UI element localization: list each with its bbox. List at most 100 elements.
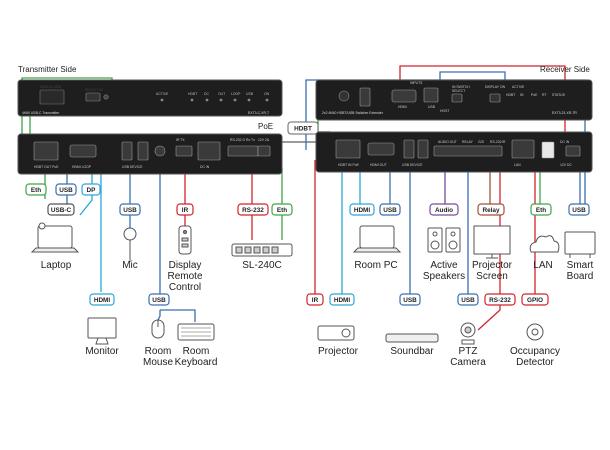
tx-rear-port-label-0: HDBT OUT PoE <box>34 165 59 169</box>
tx-rear-port-label-3: IR TX <box>176 138 185 142</box>
tag-dp <box>81 183 101 196</box>
rx-front-control-3: ACTIVE <box>512 85 525 89</box>
lan-cloud-icon <box>529 235 560 253</box>
tag-hdmi-proj <box>329 293 355 306</box>
rx-rear-port-2: USB DEVICE <box>402 163 423 167</box>
tx-hdmi-port <box>69 144 97 158</box>
occupancy-detector-icon <box>526 323 544 341</box>
rx-front-port-label-0: HDMI <box>398 105 407 109</box>
laptop-icon <box>30 222 80 253</box>
tag-gpio-label: GPIO <box>527 297 543 304</box>
rx-rear-port-4: RELAY <box>462 140 474 144</box>
tx-rear-port-label-4: RS-232 G Rx Tx <box>230 138 255 142</box>
tag-usb-mic <box>119 203 141 216</box>
sl240c-keypad-icon <box>231 243 293 257</box>
tag-usb-ptz <box>457 293 479 306</box>
tag-eth-sl <box>271 203 293 216</box>
tx-select-button <box>85 92 101 102</box>
smart-board-icon <box>564 231 596 258</box>
transmitter-side-label: Transmitter Side <box>18 65 77 74</box>
tag-usb-pc <box>379 203 401 216</box>
ptz-camera-label-line2: Camera <box>450 357 486 368</box>
mic-icon <box>123 227 137 262</box>
tag-relay-label: Relay <box>482 207 499 214</box>
rx-rear-port-3: AUDIO OUT <box>438 140 457 144</box>
tx-rear-port-label-6: 12V 2A <box>258 138 270 142</box>
active-speakers-label-line1: Active <box>430 260 458 271</box>
tx-led-label-6: ON <box>264 92 270 96</box>
tx-usb-port-2 <box>137 141 149 161</box>
tag-gpio <box>521 293 549 306</box>
tx-led-label-3: OUT <box>218 92 225 96</box>
tag-usb-left-label: USB <box>59 187 73 194</box>
tag-usb-board-label: USB <box>572 207 586 214</box>
tag-eth-left-label: Eth <box>31 187 41 194</box>
tag-ir-display-label: IR <box>182 207 189 214</box>
active-speakers-label-line2: Speakers <box>423 271 465 282</box>
tag-eth-sl-label: Eth <box>277 207 287 214</box>
tag-rs232-sl <box>237 203 269 216</box>
room-mouse-label-line2: Mouse <box>143 357 173 368</box>
transmitter-rear-panel: HDBT OUT PoE HDMI LOOP USB DEVICE IR TX … <box>17 133 283 175</box>
rx-rear-port-1: HDMI OUT <box>370 163 387 167</box>
tx-rear-port-label-5: DC IN <box>200 165 210 169</box>
occupancy-detector-label-line2: Detector <box>516 357 554 368</box>
tag-hdmi-monitor <box>89 293 115 306</box>
rx-front-usbb-port <box>423 87 439 103</box>
tag-usb-room-label: USB <box>152 297 166 304</box>
tag-usb-ptz-label: USB <box>461 297 475 304</box>
rx-front-title: 2x2 4K60 HDBT/USB Switcher Extender <box>322 111 384 115</box>
tx-led-label-2: DC <box>204 92 209 96</box>
rx-dip-switch <box>541 141 555 159</box>
tx-led-label-5: USB <box>246 92 254 96</box>
room-pc-laptop-icon <box>352 225 402 253</box>
room-pc-label: Room PC <box>354 260 397 271</box>
tx-terminal-block <box>175 145 193 157</box>
room-mouse-label-line1: Room <box>145 346 172 357</box>
tx-dc-in <box>257 145 271 157</box>
tag-rs232-sl-label: RS-232 <box>242 207 264 214</box>
projector-screen-label-line1: Projector <box>472 260 513 271</box>
rx-front-hdmi-port <box>391 89 417 103</box>
rx-rear-port-5: G/D <box>478 140 485 144</box>
tx-led-label-4: LOOP <box>231 92 241 96</box>
transmitter-front-panel: HDMI IN USB SELECT IN 4K60 USB-C Transmi… <box>17 79 283 117</box>
tag-dp-label: DP <box>87 187 97 194</box>
mouse-icon <box>151 319 165 339</box>
tx-front-model: EXT3-C-XR-T <box>248 111 269 115</box>
rx-front-usb-port <box>359 87 371 107</box>
rx-terminal-strip <box>433 145 503 157</box>
tag-usb-mic-label: USB <box>123 207 137 214</box>
projector-screen-label-line2: Screen <box>476 271 508 282</box>
tag-audio-label: Audio <box>435 207 453 214</box>
rx-front-control-6: PoE <box>531 93 538 97</box>
tag-usb-soundbar-label: USB <box>403 297 417 304</box>
rx-front-model: EXT3-21-XR-TR <box>552 111 577 115</box>
keyboard-icon <box>177 323 215 341</box>
remote-control-icon <box>178 225 192 255</box>
projector-icon <box>317 325 355 341</box>
lan-label: LAN <box>533 260 552 271</box>
rx-rear-port-8: LAN <box>514 163 521 167</box>
tag-usb-pc-label: USB <box>383 207 397 214</box>
rx-front-control-2: DISPLAY ON <box>485 85 506 89</box>
tx-front-usbc-port <box>39 89 65 105</box>
poe-label: PoE <box>258 122 273 131</box>
display-remote-label-line1: Display <box>169 260 202 271</box>
rx-hdbt-rj45-port <box>335 139 361 159</box>
rx-front-control-0: IN SWITCH <box>452 85 470 89</box>
tx-led-label-1: HDBT <box>188 92 197 96</box>
tag-ir-proj-label: IR <box>312 297 319 304</box>
mic-label: Mic <box>122 260 138 271</box>
tag-usbc-label: USB-C <box>51 207 72 214</box>
rx-rear-port-7: IR <box>502 140 506 144</box>
rx-usb-port-1 <box>403 139 415 159</box>
rx-front-port-label-2: HOST <box>440 109 449 113</box>
receiver-front-panel: INPUTS HDMI USB HOST IN SWITCH SELECT DI… <box>315 79 593 121</box>
tag-eth-lan <box>530 203 552 216</box>
tx-rs232-terminal <box>227 145 259 157</box>
tx-led-indicator <box>103 94 109 100</box>
projector-label: Projector <box>318 346 359 357</box>
tx-front-title: 4K60 USB-C Transmitter <box>22 111 60 115</box>
tag-rs232-ptz-label: RS-232 <box>489 297 511 304</box>
